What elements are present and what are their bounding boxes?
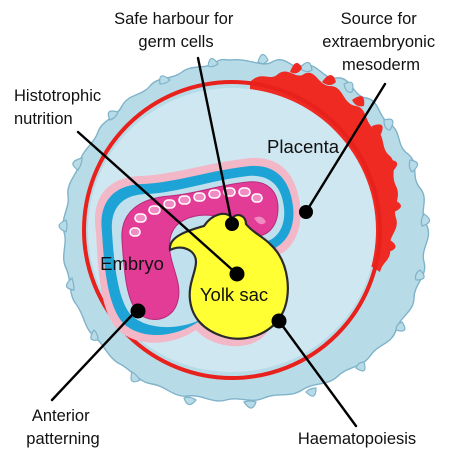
label-source-mesoderm-line-2: extraembryonic: [322, 33, 435, 51]
label-source-mesoderm-line-1: Source for: [341, 10, 418, 28]
label-yolk-sac: Yolk sac: [200, 284, 268, 305]
dot-anterior: [131, 304, 146, 319]
label-histotrophic: Histotrophic nutrition: [14, 87, 106, 128]
label-anterior-line-1: Anterior: [32, 407, 90, 425]
label-histotrophic-line-1: Histotrophic: [14, 87, 101, 105]
label-source-mesoderm-line-3: mesoderm: [342, 56, 420, 74]
dot-histotrophic: [230, 267, 245, 282]
label-embryo: Embryo: [100, 253, 164, 274]
label-source-mesoderm: Source for extraembryonic mesoderm: [322, 10, 439, 74]
dot-mesoderm: [299, 205, 313, 219]
dot-germ-cells: [225, 217, 239, 231]
label-placenta: Placenta: [267, 136, 340, 157]
label-haematopoiesis: Haematopoiesis: [298, 430, 416, 448]
label-safe-harbour-line-2: germ cells: [138, 33, 213, 51]
label-histotrophic-line-2: nutrition: [14, 110, 73, 128]
dot-haematopoiesis: [272, 314, 287, 329]
label-safe-harbour-line-1: Safe harbour for: [114, 10, 234, 28]
label-anterior: Anterior patterning: [26, 407, 99, 448]
label-anterior-line-2: patterning: [26, 430, 99, 448]
label-safe-harbour: Safe harbour for germ cells: [114, 10, 238, 51]
